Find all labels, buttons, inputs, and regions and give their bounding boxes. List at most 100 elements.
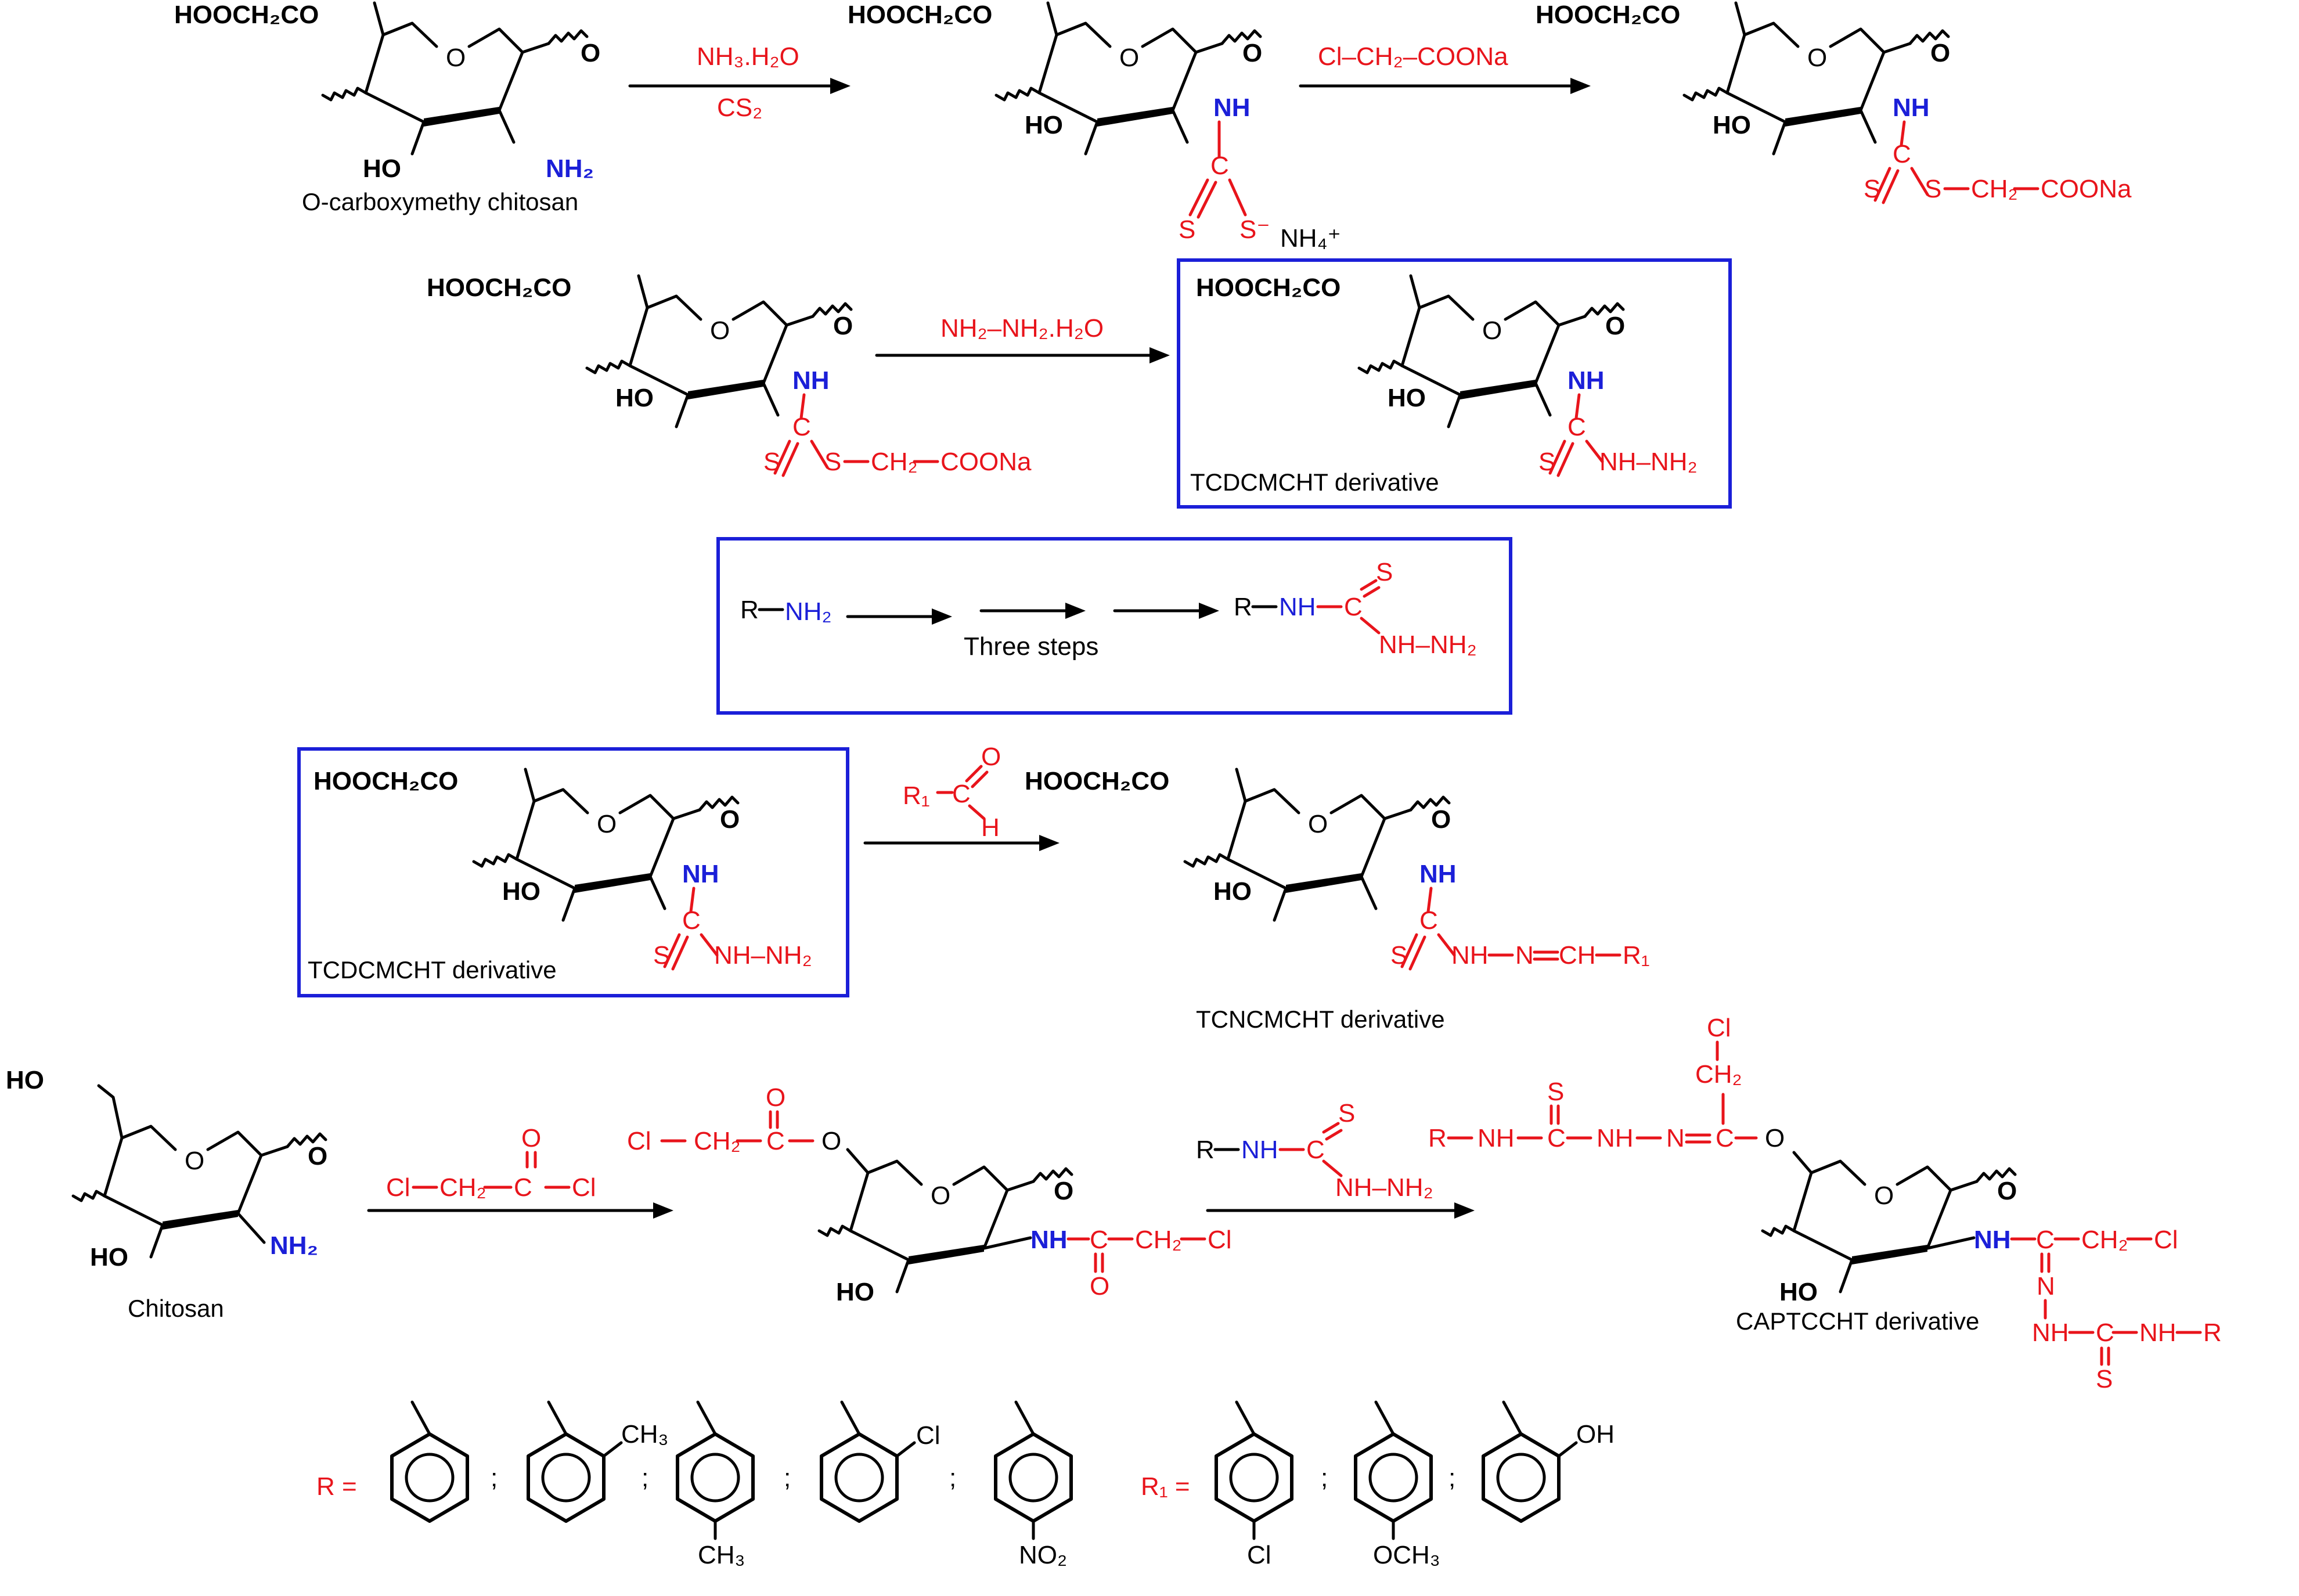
label-sep: ; [1321, 1464, 1328, 1492]
label-nh2: NH₂ [785, 597, 832, 626]
label-o: O [1090, 1272, 1109, 1300]
label-atom: CH [1559, 941, 1596, 970]
label-c: C [1090, 1226, 1108, 1254]
label-ch2: CH₂ [2081, 1226, 2128, 1254]
label-nh4: NH₄⁺ [1280, 224, 1341, 253]
caption-tcdcmcht-2: TCDCMCHT derivative [308, 956, 557, 983]
label-nh-nh2: NH–NH₂ [1335, 1173, 1433, 1202]
molecule-tcdcmcht-2: HOOCH₂CO O O HO NH C S NH–NH₂ [314, 767, 812, 971]
label-nh: NH [792, 366, 830, 395]
label-ho: HO [1713, 111, 1751, 139]
label-cl: Cl [627, 1127, 651, 1155]
label-c: C [1344, 593, 1363, 621]
label-sep: ; [642, 1464, 648, 1492]
label-n: N [1666, 1124, 1685, 1152]
label-nh: NH [2139, 1318, 2177, 1347]
label-ho: HO [1388, 384, 1426, 412]
label-s: S [2096, 1365, 2113, 1393]
substituent-phenyl [392, 1400, 467, 1521]
reagent-step1-bottom: CS₂ [717, 93, 762, 122]
label-s: S [1547, 1078, 1564, 1106]
label-cl: Cl [1247, 1541, 1271, 1569]
label-ho: HO [1213, 877, 1252, 906]
molecule-ocmc: HOOCH₂CO O O HO NH₂ [174, 1, 600, 183]
label-nh: NH [1279, 593, 1316, 621]
label-ho: HO [90, 1243, 128, 1271]
label-ho: HO [1779, 1278, 1818, 1306]
molecule-captccht: O O HO O C CH₂ Cl N NH C S NH R NH C CH₂… [1428, 1014, 2222, 1393]
label-h: H [981, 813, 1000, 842]
substituent-p-chlorophenyl: Cl [1216, 1400, 1292, 1569]
label-ho: HO [615, 384, 654, 412]
label-o: O [1482, 316, 1502, 345]
arrow-step2: Cl–CH₂–COONa [1299, 42, 1591, 94]
label-r: R [740, 596, 759, 624]
label-s: S [1179, 215, 1195, 244]
general-scheme: R NH₂ Three steps R NH C S NH–NH₂ [740, 558, 1477, 661]
label-nh-nh2: NH–NH₂ [1599, 448, 1698, 476]
label-c: C [1419, 906, 1438, 935]
label-o: O [1765, 1124, 1785, 1152]
label-hoocch2co: HOOCH₂CO [174, 1, 319, 29]
molecule-dithiocarbamate-ester: HOOCH₂CO O O HO NH C S S CH₂ COONa [1536, 1, 2132, 204]
arrow-step1: NH₃.H₂O CS₂ [628, 42, 851, 122]
label-c: C [682, 906, 701, 935]
label-nh: NH [1597, 1124, 1634, 1152]
label-o: O [821, 1127, 841, 1155]
molecule-tcncmcht: HOOCH₂CO O O HO NH C S NH N CH R₁ [1025, 767, 1650, 971]
molecule-dithiocarbamate-ester-2: HOOCH₂CO O O HO NH C S S CH₂ COONa [427, 273, 1032, 477]
label-sep: ; [491, 1464, 498, 1492]
label-oh-top: HO [6, 1066, 44, 1094]
label-s: S [1390, 941, 1407, 970]
substituent-p-nitrophenyl: NO₂ [996, 1400, 1071, 1569]
label-ch2: CH₂ [1971, 175, 2018, 203]
label-c: C [952, 780, 971, 808]
substituent-o-hydroxyphenyl: OH [1483, 1400, 1615, 1521]
label-c: C [1210, 152, 1229, 180]
arrow-step5: Cl CH₂ C O Cl [367, 1124, 673, 1219]
label-cl: Cl [2154, 1226, 2178, 1254]
label-ch2: CH₂ [871, 448, 918, 476]
label-r: R [1234, 593, 1252, 621]
caption-tcncmcht: TCNCMCHT derivative [1196, 1006, 1445, 1033]
label-s: S [763, 448, 780, 476]
label-sep: ; [784, 1464, 791, 1492]
label-sep: ; [1448, 1464, 1455, 1492]
label-coona: COONa [941, 448, 1032, 476]
label-cl: Cl [916, 1421, 941, 1450]
label-o: O [308, 1142, 327, 1170]
label-o: O [1930, 39, 1950, 67]
label-hoocch2co: HOOCH₂CO [1025, 767, 1169, 795]
caption-captccht: CAPTCCHT derivative [1736, 1307, 1979, 1335]
box-tcdcmcht-1 [1177, 258, 1732, 509]
label-r-equals: R = [316, 1472, 357, 1501]
label-ho: HO [363, 154, 401, 183]
label-nh2: NH₂ [546, 154, 594, 183]
label-hoocch2co: HOOCH₂CO [1196, 273, 1341, 302]
label-nh: NH [2032, 1318, 2069, 1347]
label-c: C [2036, 1226, 2055, 1254]
label-o: O [1874, 1181, 1894, 1210]
label-r: R [1428, 1124, 1447, 1152]
label-ch3: CH₃ [698, 1541, 745, 1569]
caption-ocmc: O-carboxymethy chitosan [302, 188, 578, 215]
label-o: O [597, 810, 617, 838]
reagent-step3: NH₂–NH₂.H₂O [941, 314, 1104, 343]
label-s: S [653, 941, 670, 970]
label-o: O [1054, 1177, 1073, 1205]
label-ch2: CH₂ [1135, 1226, 1182, 1254]
label-cl: Cl [572, 1173, 596, 1202]
label-s: S [1925, 175, 1941, 203]
substituent-p-tolyl: CH₃ [678, 1400, 753, 1569]
arrow-step3: NH₂–NH₂.H₂O [875, 314, 1170, 363]
label-n: N [1515, 941, 1534, 970]
label-hoocch2co: HOOCH₂CO [314, 767, 458, 795]
molecule-tcdcmcht-1: HOOCH₂CO O O HO NH C S NH–NH₂ [1196, 273, 1698, 477]
label-ring-o: O [446, 44, 466, 72]
label-nh: NH [1893, 93, 1930, 122]
label-ch3: CH₃ [621, 1420, 668, 1449]
label-s: S [1376, 558, 1393, 586]
label-r1-equals: R₁ = [1141, 1472, 1190, 1501]
reagent-step1-top: NH₃.H₂O [697, 42, 799, 71]
